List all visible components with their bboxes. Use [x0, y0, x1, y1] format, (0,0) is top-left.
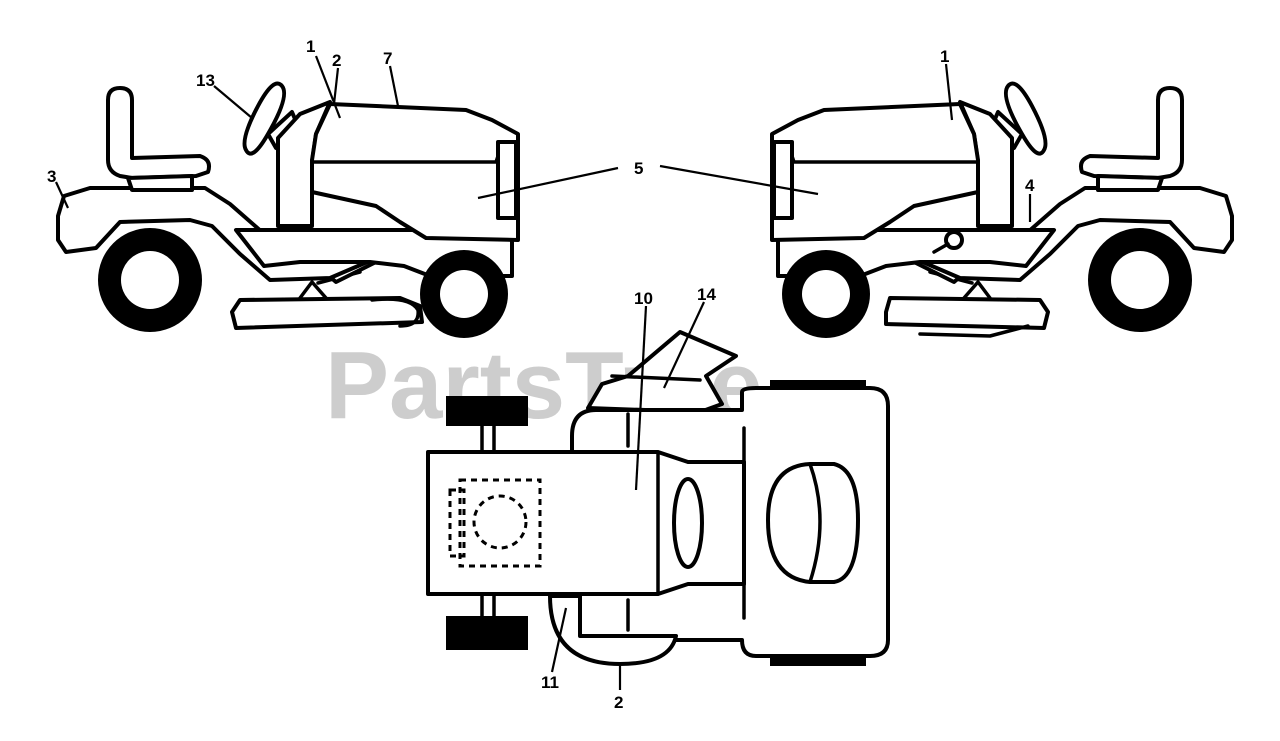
- leader-left-2: [332, 67, 340, 105]
- front-tire-bottom: [446, 616, 528, 650]
- callout-top-10: 10: [634, 289, 653, 308]
- leader-left-3: [55, 181, 69, 209]
- rear-wheel-rim: [1111, 251, 1169, 309]
- dash-top-edge: [610, 374, 702, 382]
- callout-top-14: 14: [697, 285, 716, 304]
- engine-outline: [458, 478, 542, 568]
- steering-wheel: [242, 81, 287, 156]
- seat: [106, 86, 211, 180]
- mower-deck: [230, 296, 424, 330]
- seat-base: [126, 174, 194, 192]
- callout-right-1: 1: [940, 47, 949, 66]
- engine-flywheel: [472, 494, 528, 550]
- front-wheel-rim: [802, 270, 850, 318]
- front-tire-top: [446, 396, 528, 426]
- leader-left-1: [314, 55, 342, 119]
- engine-outline-side: [448, 488, 466, 558]
- leader-5-left: [477, 166, 619, 200]
- hood: [310, 102, 520, 242]
- callout-left-7: 7: [383, 49, 392, 68]
- seat: [1079, 86, 1184, 180]
- rear-wheel-rim: [121, 251, 179, 309]
- seat-base: [1096, 174, 1164, 192]
- lever-knob: [944, 230, 964, 250]
- leader-left-7: [388, 65, 400, 107]
- leader-14: [663, 301, 705, 389]
- grille: [772, 140, 794, 220]
- leader-5-right: [659, 164, 819, 196]
- leader-left-13: [213, 85, 253, 119]
- lever-stem: [932, 242, 950, 254]
- leader-11: [550, 607, 568, 673]
- callout-center-5: 5: [634, 159, 643, 178]
- deck-discharge: [918, 324, 1030, 338]
- callout-left-3: 3: [47, 167, 56, 186]
- seat-top: [766, 462, 860, 584]
- hood: [770, 102, 980, 242]
- callout-right-4: 4: [1025, 176, 1035, 195]
- front-axle: [480, 424, 496, 618]
- dash-pod: [672, 477, 704, 569]
- steering-wheel: [1003, 81, 1048, 156]
- front-wheel-rim: [440, 270, 488, 318]
- leader-lines: [55, 55, 1032, 690]
- callout-left-1: 1: [306, 37, 315, 56]
- callout-left-2: 2: [332, 51, 341, 70]
- grille: [496, 140, 518, 220]
- leader-10: [634, 305, 648, 491]
- seat-back-line: [808, 462, 822, 584]
- deck-discharge: [370, 297, 420, 328]
- mower-deck: [884, 296, 1050, 330]
- tractor-top-view: [426, 330, 890, 666]
- callout-numbers: 1 2 7 13 3 5 1 4 10 14 11 2: [47, 37, 1035, 712]
- callout-bottom-11: 11: [541, 673, 559, 692]
- tractor-left-side-view: [56, 81, 520, 338]
- callout-bottom-2: 2: [614, 693, 623, 712]
- leader-right-1: [944, 63, 954, 121]
- tractor-right-side-view: [770, 81, 1234, 338]
- callout-left-13: 13: [196, 71, 215, 90]
